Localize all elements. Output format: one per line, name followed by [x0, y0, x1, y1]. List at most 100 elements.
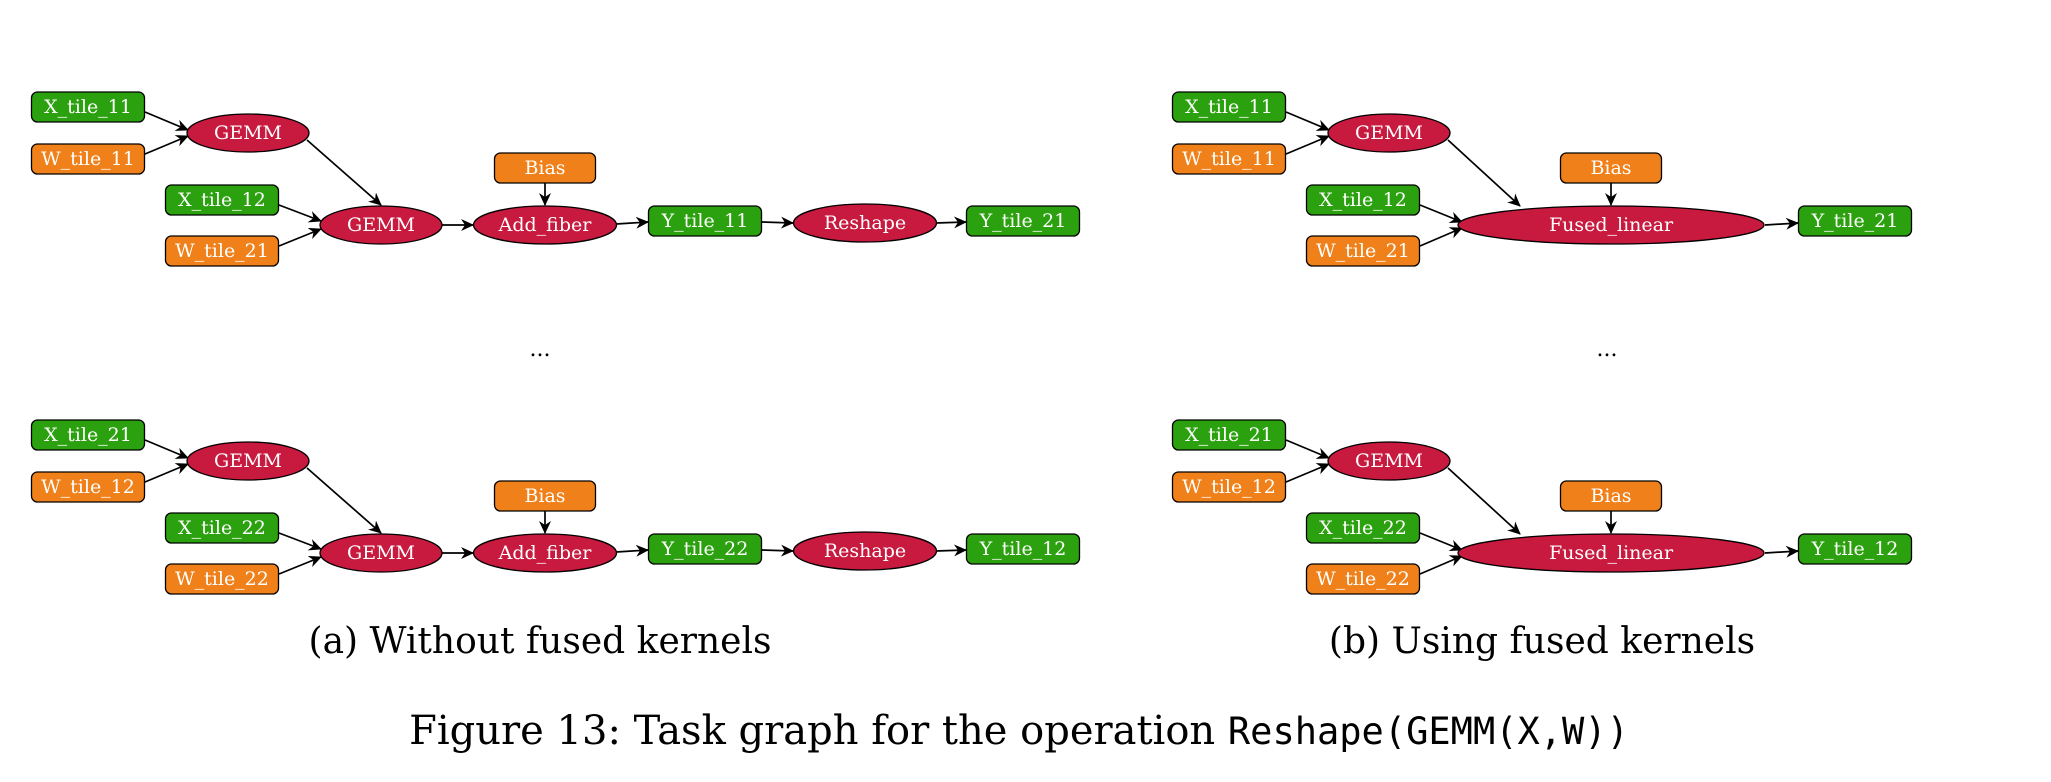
edge-b1-fused-linear-to-y-tile-out: [1764, 217, 1799, 230]
edge-a1-reshape-to-y-tile-out: [935, 216, 967, 229]
a1-w-tile-a-label: W_tile_11: [41, 148, 135, 170]
edge-b1-x-tile-b-to-fused-linear: [1419, 204, 1463, 224]
edge-a2-gemm-1-to-gemm-2: [306, 467, 382, 534]
edge-a2-w-tile-a-to-gemm-1: [144, 463, 189, 483]
b2-w-tile-a: W_tile_12: [1171, 471, 1287, 503]
b2-x-tile-b-label: X_tile_22: [1319, 517, 1407, 539]
b2-y-tile-out: Y_tile_12: [1797, 533, 1913, 565]
a1-bias: Bias: [493, 152, 597, 184]
a1-w-tile-a: W_tile_11: [30, 143, 146, 175]
a1-bias-label: Bias: [524, 157, 565, 179]
b2-w-tile-a-label: W_tile_12: [1182, 476, 1276, 498]
a1-gemm-2-label: GEMM: [347, 214, 415, 236]
edge-a2-x-tile-a-to-gemm-1: [144, 439, 189, 459]
a1-add-fiber: Add_fiber: [472, 205, 618, 245]
a1-x-tile-a: X_tile_11: [30, 91, 146, 123]
caption-prefix: Figure 13: Task graph for the operation: [409, 708, 1228, 754]
a1-gemm-2: GEMM: [319, 205, 443, 245]
edge-a2-add-fiber-to-y-tile-mid: [615, 544, 649, 557]
b1-gemm-1-label: GEMM: [1355, 122, 1423, 144]
edge-a1-y-tile-mid-to-reshape: [761, 216, 794, 229]
edge-b2-x-tile-a-to-gemm-1: [1285, 439, 1330, 459]
edge-a2-x-tile-b-to-gemm-2: [278, 532, 322, 551]
edge-b2-w-tile-b-to-fused-linear: [1419, 555, 1463, 575]
b1-w-tile-b: W_tile_21: [1305, 235, 1421, 267]
figure-caption: Figure 13: Task graph for the operation …: [409, 708, 1629, 754]
a1-x-tile-b-label: X_tile_12: [178, 189, 266, 211]
a2-y-tile-mid-label: Y_tile_22: [661, 538, 749, 560]
b2-x-tile-a: X_tile_21: [1171, 419, 1287, 451]
b1-fused-linear: Fused_linear: [1457, 205, 1765, 245]
a2-gemm-1: GEMM: [186, 441, 310, 481]
b1-fused-linear-label: Fused_linear: [1549, 214, 1674, 236]
a1-reshape: Reshape: [792, 203, 938, 243]
a1-y-tile-mid-label: Y_tile_11: [661, 210, 749, 232]
a1-w-tile-b: W_tile_21: [164, 235, 280, 267]
b2-bias-label: Bias: [1590, 485, 1631, 507]
a2-x-tile-b: X_tile_22: [164, 512, 280, 544]
b1-bias-label: Bias: [1590, 157, 1631, 179]
a2-reshape-label: Reshape: [824, 540, 906, 562]
b1-w-tile-a-label: W_tile_11: [1182, 148, 1276, 170]
a2-x-tile-a: X_tile_21: [30, 419, 146, 451]
a2-w-tile-b-label: W_tile_22: [175, 568, 269, 590]
b2-w-tile-b-label: W_tile_22: [1316, 568, 1410, 590]
a1-gemm-1-label: GEMM: [214, 122, 282, 144]
a1-x-tile-b: X_tile_12: [164, 184, 280, 216]
a2-y-tile-out: Y_tile_12: [965, 533, 1081, 565]
a1-x-tile-a-label: X_tile_11: [44, 96, 132, 118]
caption-code: Reshape(GEMM(X,W)): [1228, 710, 1629, 753]
b1-w-tile-b-label: W_tile_21: [1316, 240, 1410, 262]
a2-w-tile-a-label: W_tile_12: [41, 476, 135, 498]
a2-gemm-2: GEMM: [319, 533, 443, 573]
edge-b1-w-tile-a-to-gemm-1: [1285, 135, 1330, 155]
b1-gemm-1: GEMM: [1327, 113, 1451, 153]
edge-b1-x-tile-a-to-gemm-1: [1285, 111, 1330, 131]
subcaption-a: (a) Without fused kernels: [309, 621, 772, 662]
edge-a1-x-tile-b-to-gemm-2: [278, 204, 322, 223]
b1-x-tile-a: X_tile_11: [1171, 91, 1287, 123]
a2-y-tile-out-label: Y_tile_12: [979, 538, 1067, 560]
a1-reshape-label: Reshape: [824, 212, 906, 234]
edge-a2-w-tile-b-to-gemm-2: [278, 555, 322, 575]
edge-a2-reshape-to-y-tile-out: [935, 544, 967, 557]
b2-gemm-1-label: GEMM: [1355, 450, 1423, 472]
edge-b2-fused-linear-to-y-tile-out: [1764, 545, 1799, 558]
edge-a2-y-tile-mid-to-reshape: [761, 544, 794, 557]
ellipsis-b: ...: [1597, 337, 1618, 362]
a1-add-fiber-label: Add_fiber: [498, 214, 593, 236]
edge-b2-x-tile-b-to-fused-linear: [1419, 532, 1463, 552]
b2-fused-linear-label: Fused_linear: [1549, 542, 1674, 564]
a2-bias: Bias: [493, 480, 597, 512]
edge-b1-w-tile-b-to-fused-linear: [1419, 227, 1463, 247]
b2-w-tile-b: W_tile_22: [1305, 563, 1421, 595]
edge-a1-w-tile-a-to-gemm-1: [144, 135, 189, 155]
a2-w-tile-a: W_tile_12: [30, 471, 146, 503]
a1-gemm-1: GEMM: [186, 113, 310, 153]
b2-x-tile-b: X_tile_22: [1305, 512, 1421, 544]
edge-b2-gemm-1-to-fused-linear: [1447, 467, 1521, 535]
a2-add-fiber-label: Add_fiber: [498, 542, 593, 564]
a2-gemm-2-label: GEMM: [347, 542, 415, 564]
b2-gemm-1: GEMM: [1327, 441, 1451, 481]
a2-reshape: Reshape: [792, 531, 938, 571]
a2-y-tile-mid: Y_tile_22: [647, 533, 763, 565]
edge-a1-w-tile-b-to-gemm-2: [278, 227, 322, 247]
b1-y-tile-out-label: Y_tile_21: [1811, 210, 1899, 232]
a2-x-tile-b-label: X_tile_22: [178, 517, 266, 539]
a2-gemm-1-label: GEMM: [214, 450, 282, 472]
b1-w-tile-a: W_tile_11: [1171, 143, 1287, 175]
a2-bias-label: Bias: [524, 485, 565, 507]
edge-a1-gemm-1-to-gemm-2: [306, 139, 382, 206]
b1-x-tile-b-label: X_tile_12: [1319, 189, 1407, 211]
b1-bias: Bias: [1559, 152, 1663, 184]
b1-x-tile-b: X_tile_12: [1305, 184, 1421, 216]
ellipsis-a: ...: [530, 337, 551, 362]
b1-x-tile-a-label: X_tile_11: [1185, 96, 1273, 118]
edge-b1-gemm-1-to-fused-linear: [1447, 139, 1521, 207]
a1-y-tile-out: Y_tile_21: [965, 205, 1081, 237]
a2-x-tile-a-label: X_tile_21: [44, 424, 132, 446]
b2-y-tile-out-label: Y_tile_12: [1811, 538, 1899, 560]
edge-a1-x-tile-a-to-gemm-1: [144, 111, 189, 131]
